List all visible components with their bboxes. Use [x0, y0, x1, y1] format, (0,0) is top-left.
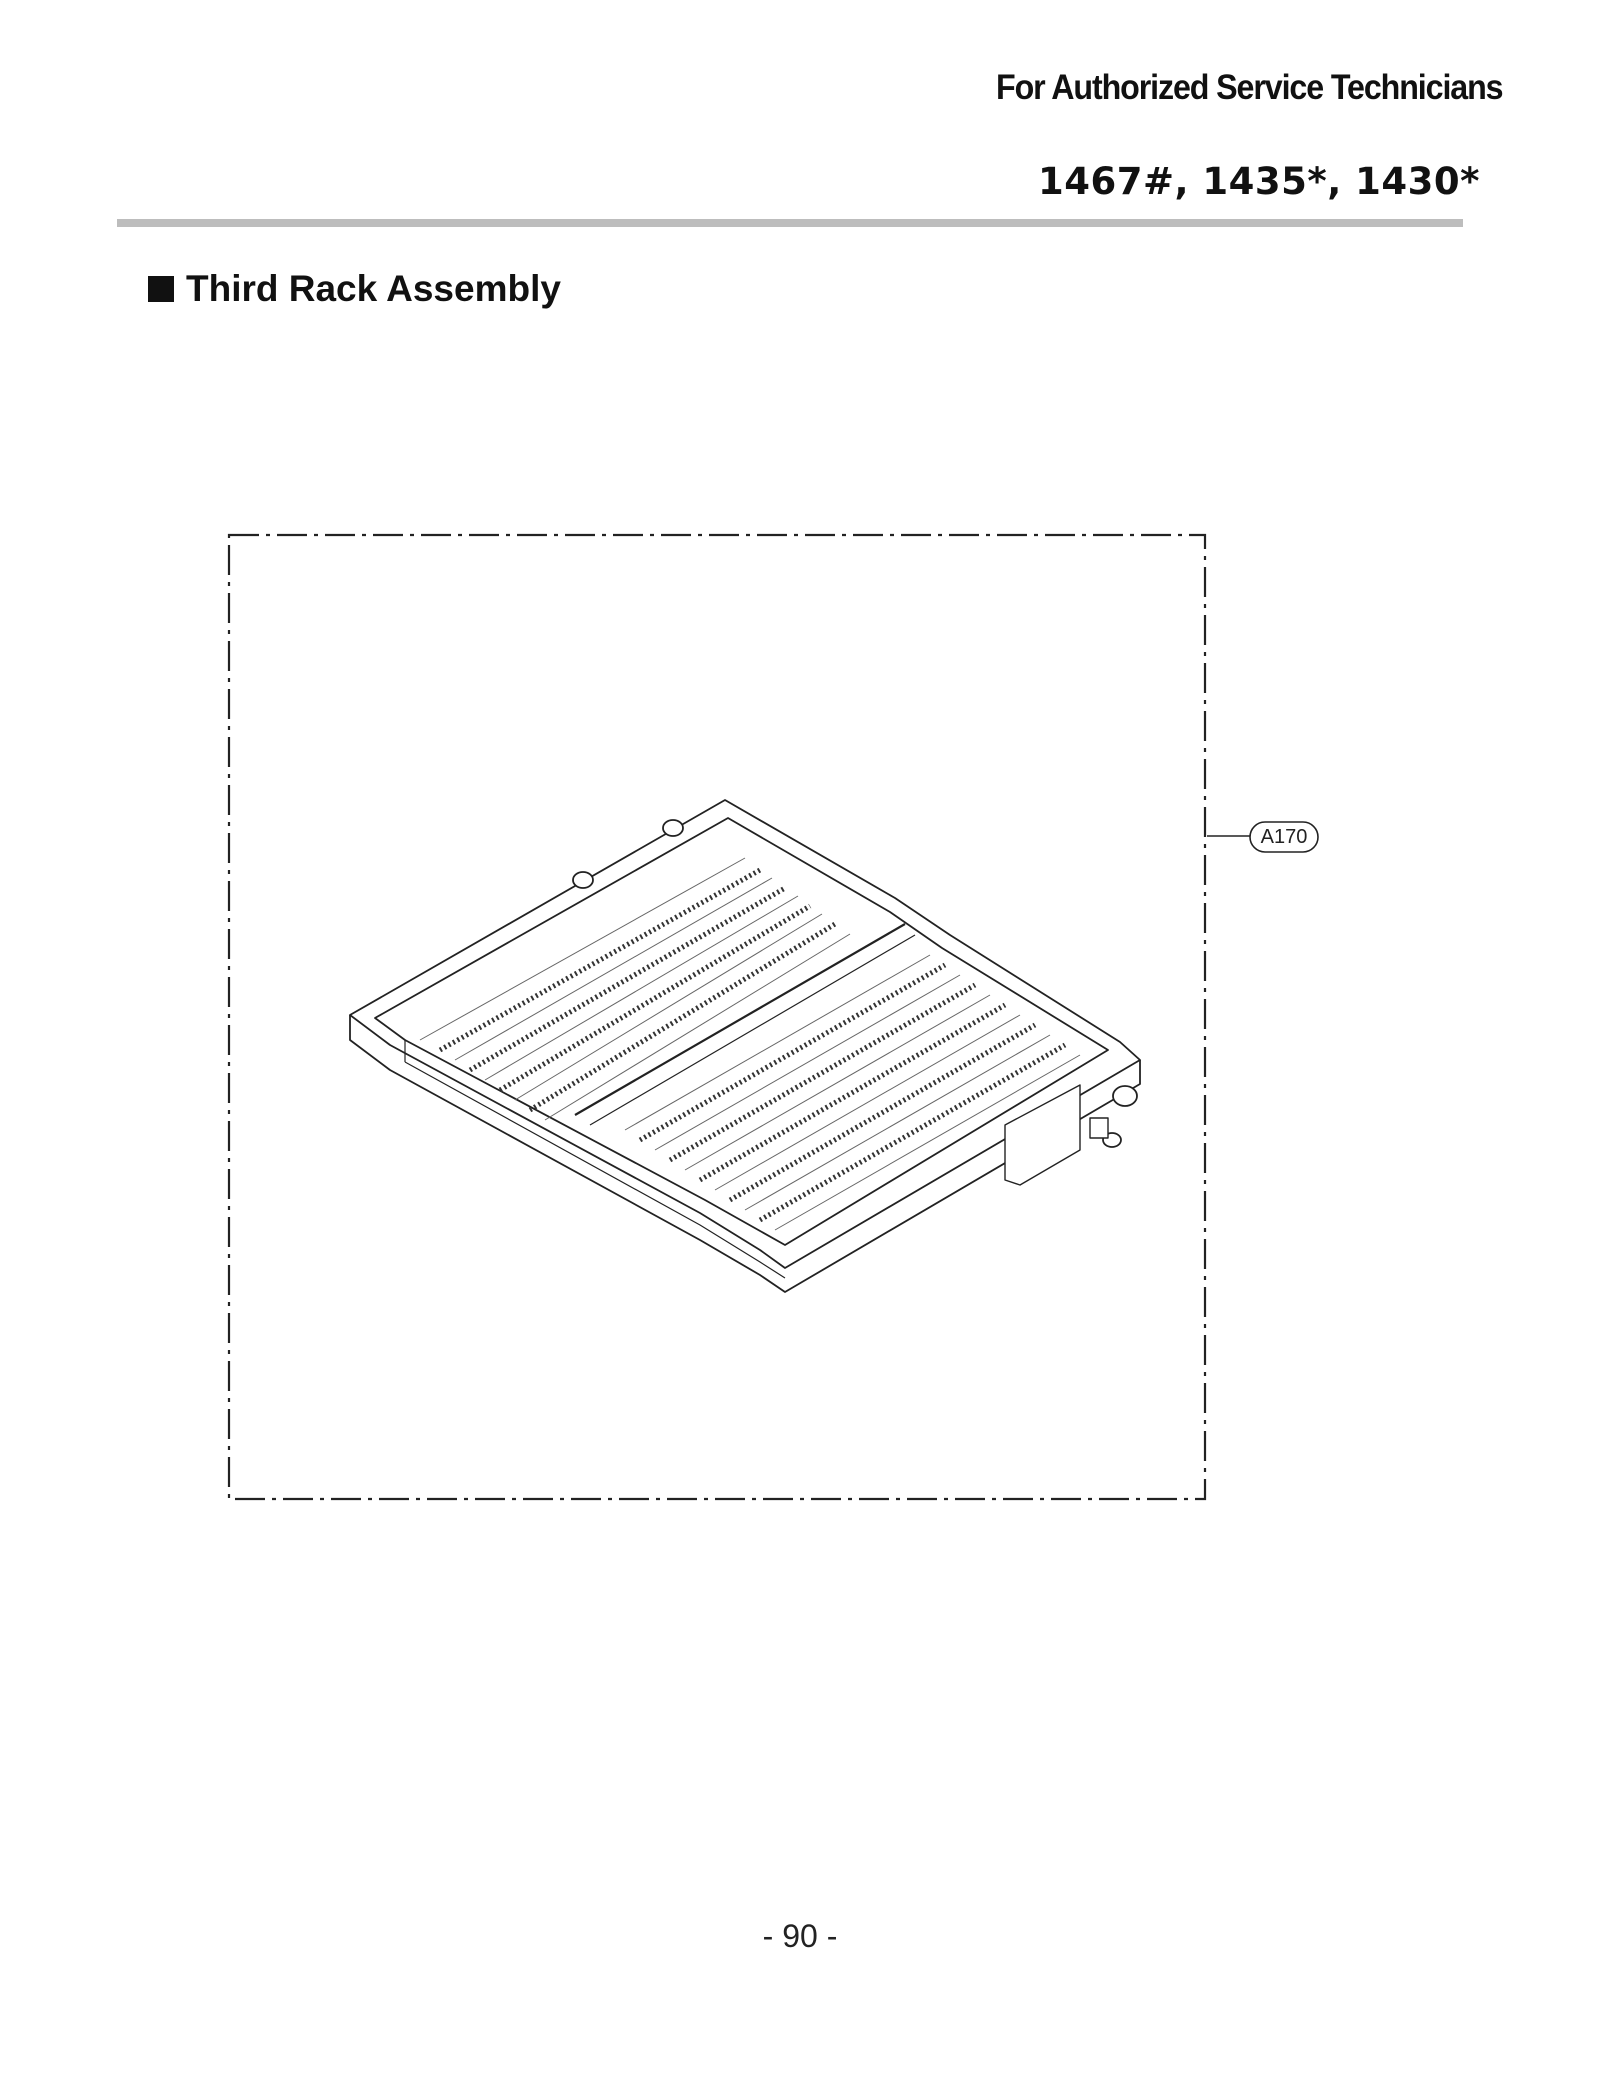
callout-a170[interactable]: A170: [1249, 821, 1319, 853]
callout-label: A170: [1261, 826, 1308, 848]
header-note: For Authorized Service Technicians: [995, 68, 1504, 107]
section-heading: Third Rack Assembly: [148, 268, 561, 310]
assembly-boundary: [227, 533, 1207, 1501]
model-codes: 1467#, 1435*, 1430*: [1037, 160, 1480, 203]
page-number: - 90 -: [762, 1918, 838, 1954]
third-rack-drawing: [349, 799, 1141, 1293]
header-divider: [117, 219, 1463, 227]
square-bullet-icon: [148, 276, 174, 302]
section-title: Third Rack Assembly: [186, 268, 561, 309]
